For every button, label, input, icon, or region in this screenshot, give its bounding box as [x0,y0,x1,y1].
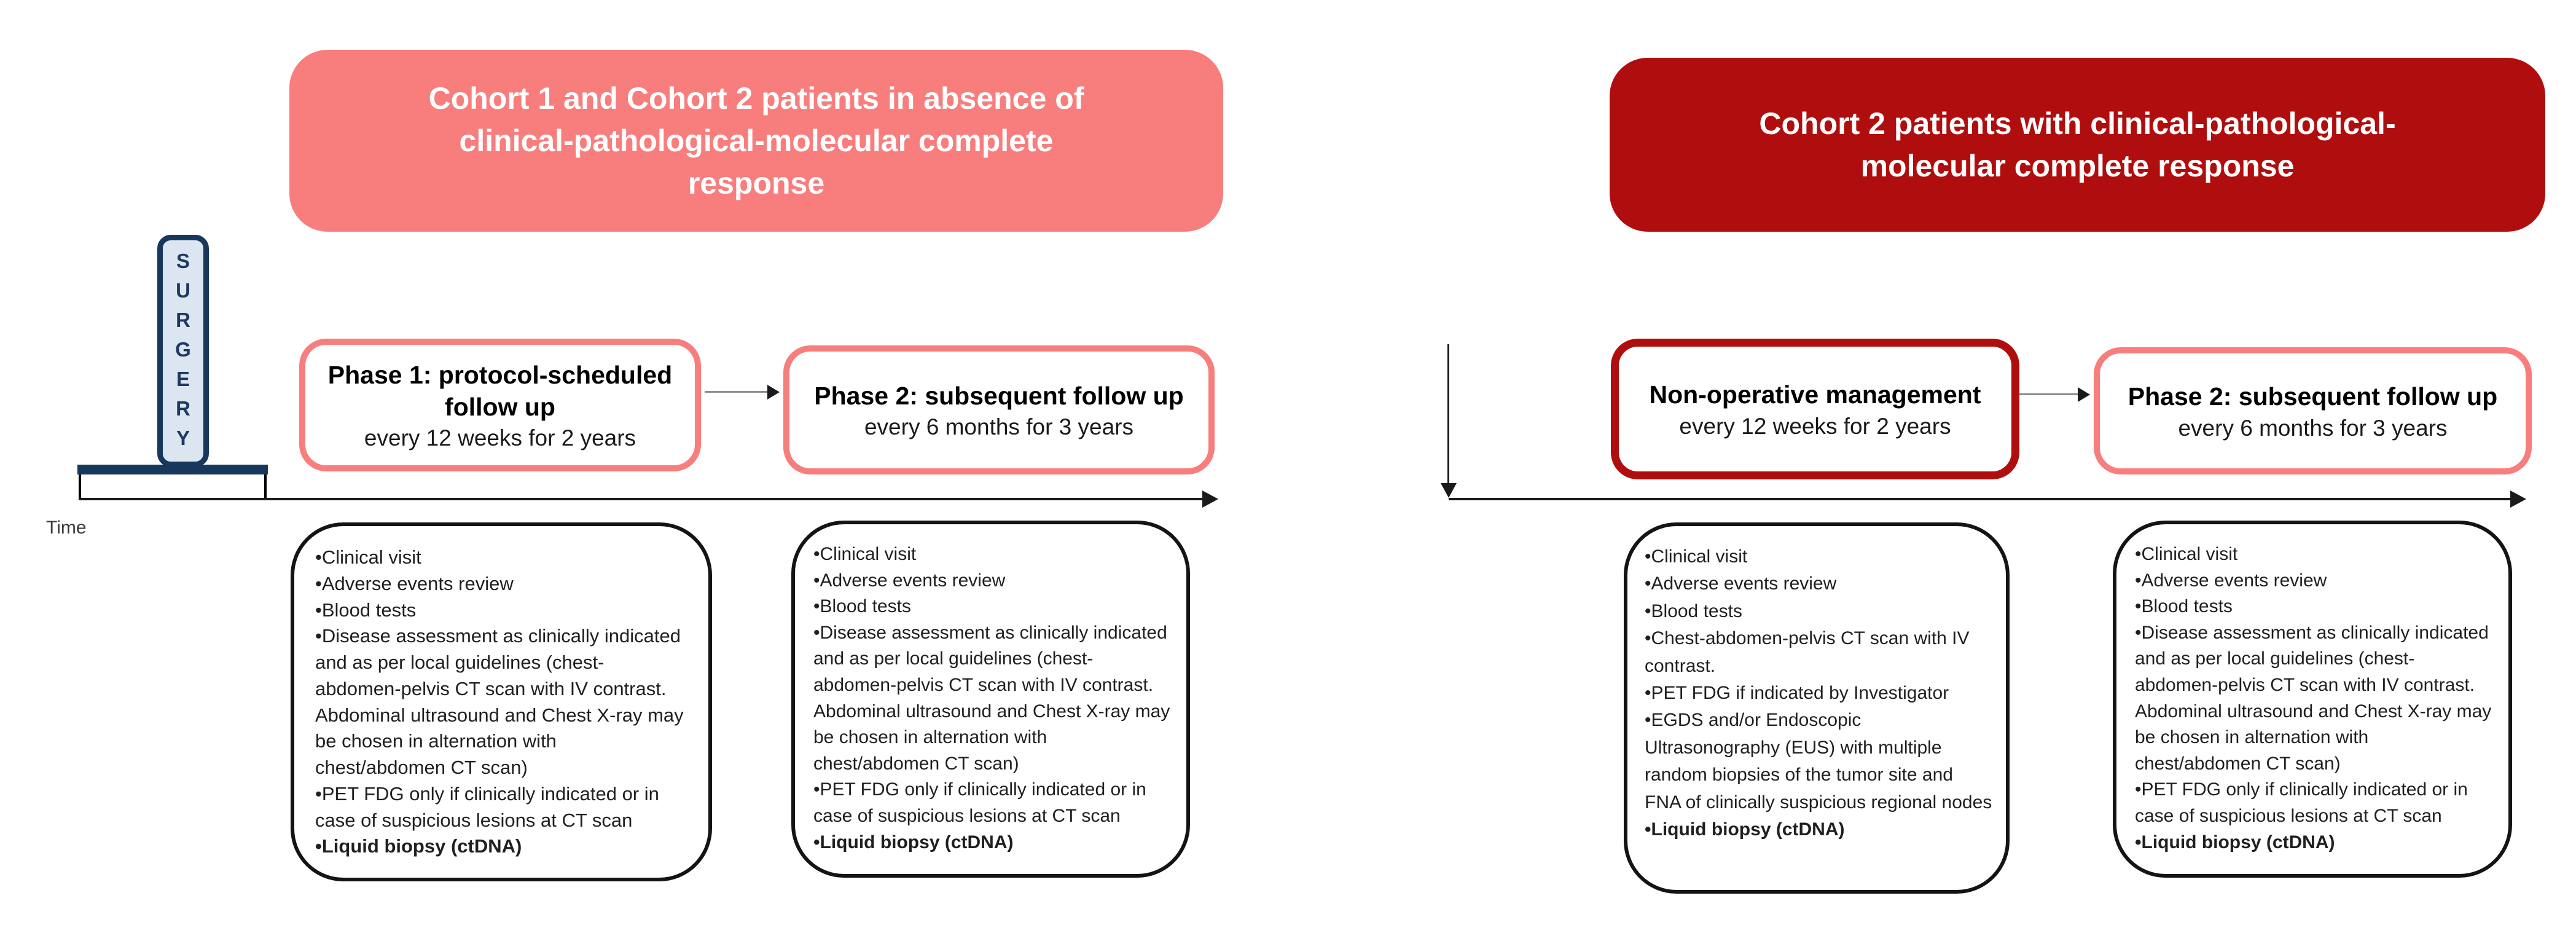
checklist-item: Clinical visit [1645,543,1992,570]
checklist-item: Liquid biopsy (ctDNA) [315,833,690,860]
checklist-item: Liquid biopsy (ctDNA) [1645,816,1992,843]
phase1-title: Phase 1: protocol-scheduled follow up [327,360,673,421]
checklist-item: Clinical visit [813,541,1170,568]
start-arrow-line [1447,344,1449,483]
surgery-letter: R [176,397,190,420]
surgery-letter: S [176,250,190,272]
timeline-axis-right [1449,498,2510,500]
cohort2-diagram: Cohort 2 patients with clinical-patholog… [1288,0,2576,925]
checklist-item: Disease assessment as clinically indicat… [813,620,1170,777]
checklist-item: Adverse events review [1645,570,1992,597]
cohort1-2-header: Cohort 1 and Cohort 2 patients in absenc… [289,50,1223,232]
checklist-item: Blood tests [315,597,690,624]
checklist-item: Disease assessment as clinically indicat… [315,623,690,781]
surgery-letter: R [176,309,190,331]
checklist-item: Adverse events review [315,571,690,597]
checklist-item: Liquid biopsy (ctDNA) [2135,830,2494,856]
checklist-item: Disease assessment as clinically indicat… [2135,620,2494,777]
checklist-item: Adverse events review [2135,568,2494,594]
checklist-item: Blood tests [2135,594,2494,620]
phase1-subtitle: every 12 weeks for 2 years [364,425,636,451]
timeline-axis-left [79,498,1202,500]
phase2-box-right: Phase 2: subsequent follow up every 6 mo… [2094,347,2532,474]
checklist-item: PET FDG only if clinically indicated or … [315,781,690,834]
phase1-box: Phase 1: protocol-scheduled follow up ev… [299,339,701,471]
nonoperative-checklist-box: Clinical visitAdverse events reviewBlood… [1624,522,2010,894]
checklist-item: Clinical visit [2135,541,2494,568]
checklist-item: Blood tests [1645,598,1992,625]
phase2-right-checklist-box: Clinical visitAdverse events reviewBlood… [2113,521,2512,878]
phase2-right-title: Phase 2: subsequent follow up [2128,382,2498,411]
time-axis-label: Time [46,518,87,538]
checklist-item: Blood tests [813,594,1170,620]
checklist-item: EGDS and/or Endoscopic Ultrasonography (… [1645,707,1992,816]
phase2-left-checklist-box: Clinical visitAdverse events reviewBlood… [791,521,1190,878]
cohort1-2-diagram: Cohort 1 and Cohort 2 patients in absenc… [0,0,1288,925]
cohort2-header: Cohort 2 patients with clinical-patholog… [1610,58,2545,232]
surgery-letter: E [176,368,190,390]
checklist-item: Adverse events review [813,568,1170,594]
cohort2-header-text: Cohort 2 patients with clinical-patholog… [1759,106,2396,183]
cohort1-2-header-text: Cohort 1 and Cohort 2 patients in absenc… [428,81,1084,200]
nonop-phase2-connector [2019,393,2079,395]
checklist-item: Clinical visit [315,545,690,571]
checklist-item: PET FDG only if clinically indicated or … [2135,777,2494,829]
arrowhead-down-icon [1441,483,1457,498]
surgery-letter: G [175,338,191,361]
checklist-item: Chest-abdomen-pelvis CT scan with IV con… [1645,625,1992,680]
timeline-origin-bracket [79,474,267,500]
checklist-item: Liquid biopsy (ctDNA) [813,830,1170,856]
phase2-left-subtitle: every 6 months for 3 years [864,414,1134,440]
surgery-letter: U [176,279,190,302]
arrowhead-right-icon [2510,490,2526,508]
phase2-box-left: Phase 2: subsequent follow up every 6 mo… [783,345,1215,474]
checklist-item: PET FDG only if clinically indicated or … [813,777,1170,829]
nonoperative-title: Non-operative management [1649,380,1981,409]
phase2-left-title: Phase 2: subsequent follow up [814,381,1184,410]
checklist-item: PET FDG if indicated by Investigator [1645,680,1992,707]
nonoperative-subtitle: every 12 weeks for 2 years [1679,413,1951,439]
connector-arrowhead-icon [2078,387,2090,402]
phase1-phase2-connector [705,391,769,393]
surgery-letter: Y [176,427,190,449]
phase1-checklist-box: Clinical visitAdverse events reviewBlood… [291,522,712,881]
connector-arrowhead-icon [767,385,780,400]
phase2-right-subtitle: every 6 months for 3 years [2178,415,2448,441]
arrowhead-right-icon [1202,490,1218,508]
nonoperative-box: Non-operative management every 12 weeks … [1611,339,2019,479]
surgery-baseline-bar [77,465,268,474]
